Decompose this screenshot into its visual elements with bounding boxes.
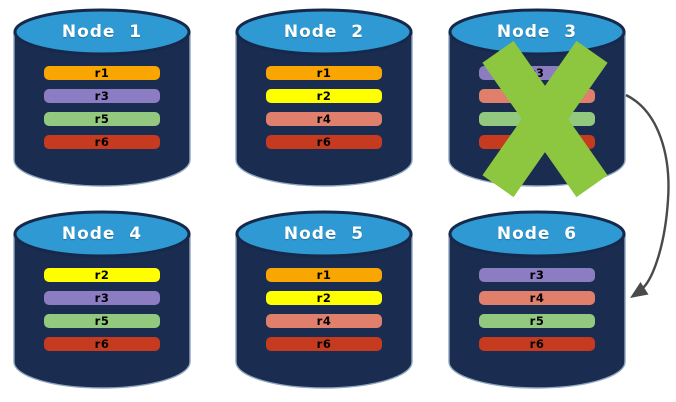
- replica-label: r4: [529, 291, 545, 305]
- replica-label: r4: [316, 314, 332, 328]
- arrow-curve: [625, 93, 670, 289]
- node-2: Node 2 r1 r2 r4 r6: [234, 2, 414, 188]
- replica-bar: r5: [479, 314, 595, 328]
- node-title: Node 6: [496, 224, 578, 244]
- replica-bar: r3: [44, 291, 160, 305]
- replica-bar: r5: [44, 314, 160, 328]
- replica-bar: r6: [479, 337, 595, 351]
- node-1: Node 1 r1 r3 r5 r6: [12, 2, 192, 188]
- replica-label: r6: [94, 135, 110, 149]
- replica-label: r6: [316, 337, 332, 351]
- replica-bar: r6: [266, 337, 382, 351]
- replica-bar: r6: [266, 135, 382, 149]
- replica-label: r3: [94, 89, 110, 103]
- replica-bar: r3: [44, 89, 160, 103]
- node-title: Node 4: [61, 224, 143, 244]
- replica-bar: r5: [44, 112, 160, 126]
- replica-label: r2: [316, 291, 332, 305]
- replica-bar: r2: [44, 268, 160, 282]
- node-title: Node 1: [61, 22, 143, 42]
- replica-label: r6: [94, 337, 110, 351]
- replica-bar: r6: [44, 135, 160, 149]
- replica-label: r6: [529, 337, 545, 351]
- replica-label: r3: [94, 291, 110, 305]
- replica-label: r1: [316, 66, 332, 80]
- replica-bar: r4: [266, 314, 382, 328]
- replica-label: r2: [316, 89, 332, 103]
- replica-bar: r1: [266, 268, 382, 282]
- replica-bar: r3: [479, 268, 595, 282]
- replica-bar: r1: [266, 66, 382, 80]
- node-title: Node 2: [283, 22, 365, 42]
- node-title: Node 5: [283, 224, 365, 244]
- arrow-head-icon: [630, 282, 649, 298]
- replica-label: r5: [529, 314, 545, 328]
- replica-bar: r2: [266, 89, 382, 103]
- node-title: Node 3: [496, 22, 578, 42]
- replica-label: r2: [94, 268, 110, 282]
- node-5: Node 5 r1 r2 r4 r6: [234, 204, 414, 390]
- replica-bar: r6: [44, 337, 160, 351]
- replica-label: r3: [529, 268, 545, 282]
- replica-label: r4: [316, 112, 332, 126]
- replica-bar: r4: [479, 291, 595, 305]
- replica-label: r5: [94, 112, 110, 126]
- failed-node-x-icon: [482, 40, 608, 198]
- replica-label: r1: [94, 66, 110, 80]
- replica-bar: r1: [44, 66, 160, 80]
- node-4: Node 4 r2 r3 r5 r6: [12, 204, 192, 390]
- replica-bar: r4: [266, 112, 382, 126]
- node-6: Node 6 r3 r4 r5 r6: [447, 204, 627, 390]
- replica-label: r6: [316, 135, 332, 149]
- replica-label: r1: [316, 268, 332, 282]
- replica-bar: r2: [266, 291, 382, 305]
- replica-label: r5: [94, 314, 110, 328]
